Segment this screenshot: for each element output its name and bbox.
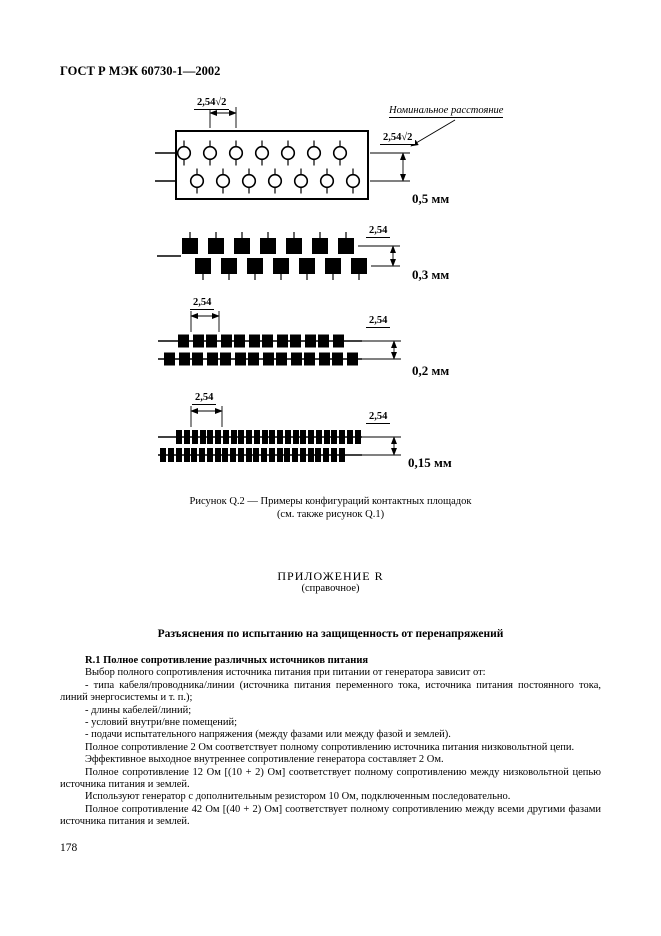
paragraph: - условий внутри/вне помещений; [85, 717, 238, 729]
diagram-0-15mm-pads [160, 430, 361, 462]
paragraph: - длины кабелей/линий; [85, 704, 192, 716]
d4-right-dimension: 2,54 [366, 411, 391, 424]
appendix-body: R.1 Полное сопротивление различных источ… [60, 655, 601, 829]
appendix-subtitle: (справочное) [301, 583, 360, 594]
figure-caption-line2: (см. также рисунок Q.1) [276, 509, 385, 520]
d4-top-dimension: 2,54 [192, 392, 217, 405]
d2-gap-label: 0,3 мм [412, 267, 450, 282]
d1-right-dimension: 2,54√2 [380, 132, 416, 145]
paragraph: Выбор полного сопротивления источника пи… [85, 667, 486, 679]
d3-gap-label: 0,2 мм [412, 363, 450, 378]
paragraph: Используют генератор с дополнительным ре… [85, 791, 511, 803]
figure-q2: 2,54√2 Номинальное расстояние 2,54√2 0,5… [0, 95, 661, 495]
diagram-0-5mm [155, 107, 456, 200]
d2-right-dimension: 2,54 [366, 225, 391, 238]
section-title: R.1 Полное сопротивление различных источ… [85, 655, 369, 666]
d1-gap-label: 0,5 мм [412, 191, 450, 206]
paragraph: - подачи испытательного напряжения (межд… [85, 729, 451, 741]
paragraph: Полное сопротивление 2 Ом соответствует … [85, 741, 575, 753]
diagram-0-3mm [157, 245, 400, 267]
figure-caption-line1: Рисунок Q.2 — Примеры конфигураций конта… [189, 496, 472, 507]
nominal-distance-label: Номинальное расстояние [389, 105, 504, 118]
page-header: ГОСТ Р МЭК 60730-1—2002 [60, 64, 221, 78]
d1-top-dimension: 2,54√2 [194, 97, 230, 110]
paragraph: - типа кабеля/проводника/линии (источник… [60, 679, 601, 704]
appendix-heading: Разъяснения по испытанию на защищенность… [157, 628, 504, 640]
diagram-0-3mm-pads [181, 231, 368, 281]
paragraph: Полное сопротивление 12 Ом [(10 + 2) Ом]… [60, 766, 601, 791]
d3-top-dimension: 2,54 [190, 297, 215, 310]
contact-pad-diagrams [155, 107, 456, 462]
diagram-0-5mm-pads [176, 139, 361, 195]
d4-gap-label: 0,15 мм [408, 455, 452, 470]
paragraph: Эффективное выходное внутреннее сопротив… [85, 754, 444, 766]
appendix-title: ПРИЛОЖЕНИЕ R [277, 569, 384, 583]
diagram-0-2mm-pads [164, 334, 358, 366]
paragraph: Полное сопротивление 42 Ом [(40 + 2) Ом]… [60, 803, 601, 828]
page-number: 178 [60, 842, 78, 854]
d3-right-dimension: 2,54 [366, 315, 391, 328]
